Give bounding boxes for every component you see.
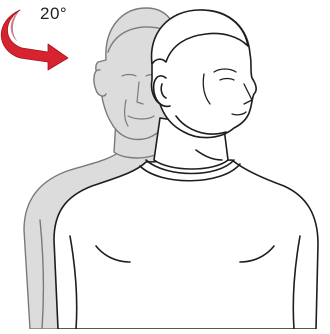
rotation-angle-label: 20° [40, 4, 67, 24]
main-torso [54, 160, 318, 329]
